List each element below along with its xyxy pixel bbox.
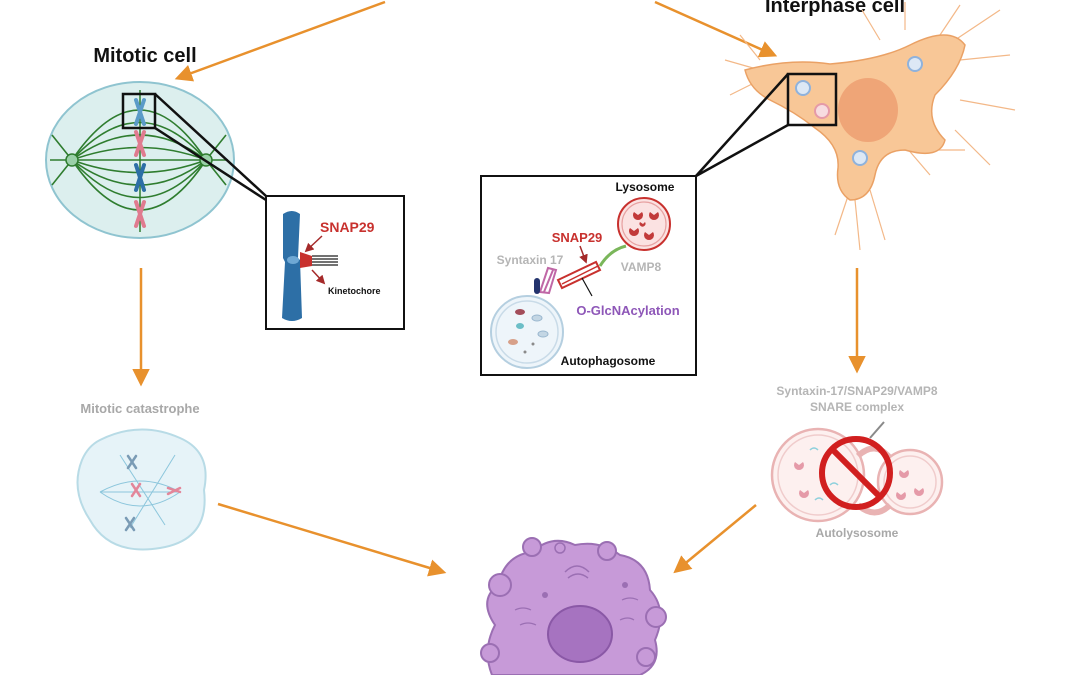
snap29-label: SNAP29 bbox=[552, 230, 603, 245]
prohibited-icon bbox=[819, 436, 893, 510]
vamp8-label: VAMP8 bbox=[621, 260, 662, 274]
inset-kinetochore-label: Kinetochore bbox=[328, 286, 381, 296]
inset-snap29-label: SNAP29 bbox=[320, 219, 375, 235]
mitotic-cell-icon bbox=[45, 81, 235, 239]
autolysosome-icon bbox=[770, 421, 944, 523]
catastrophe-label: Mitotic catastrophe bbox=[80, 401, 199, 416]
dying-cell-icon bbox=[480, 537, 667, 675]
interphase-title: Interphase cell bbox=[765, 0, 905, 17]
o-glcnacylation-label: O-GlcNAcylation bbox=[576, 303, 679, 318]
interphase-zoom-box bbox=[786, 72, 838, 127]
autolysosome-label: Autolysosome bbox=[816, 526, 899, 540]
complex-line1: Syntaxin-17/SNAP29/VAMP8 bbox=[776, 384, 937, 398]
autophagosome-label: Autophagosome bbox=[561, 354, 656, 368]
autophagy-inset: Lysosome SNAP29 Syntaxin 17 VAMP8 O-GlcN… bbox=[480, 175, 697, 376]
complex-line2: SNARE complex bbox=[810, 400, 904, 414]
chromosome-icon bbox=[282, 211, 338, 321]
mitotic-title: Mitotic cell bbox=[93, 45, 196, 67]
catastrophe-cell-icon bbox=[76, 428, 207, 551]
arrow-to-interphase bbox=[654, 0, 778, 58]
lysosome-label: Lysosome bbox=[616, 180, 675, 194]
mitotic-zoom-box bbox=[121, 92, 157, 130]
interphase-cell-icon bbox=[724, 2, 1016, 251]
kinetochore-inset: SNAP29 Kinetochore bbox=[265, 195, 405, 330]
lysosome-icon bbox=[617, 197, 671, 251]
arrow-catastrophe-to-death bbox=[217, 502, 447, 577]
arrow-to-mitotic bbox=[174, 0, 386, 82]
syntaxin-label: Syntaxin 17 bbox=[497, 253, 564, 267]
arrow-autolysosome-to-death bbox=[673, 504, 757, 574]
autophagosome-icon bbox=[490, 295, 564, 369]
